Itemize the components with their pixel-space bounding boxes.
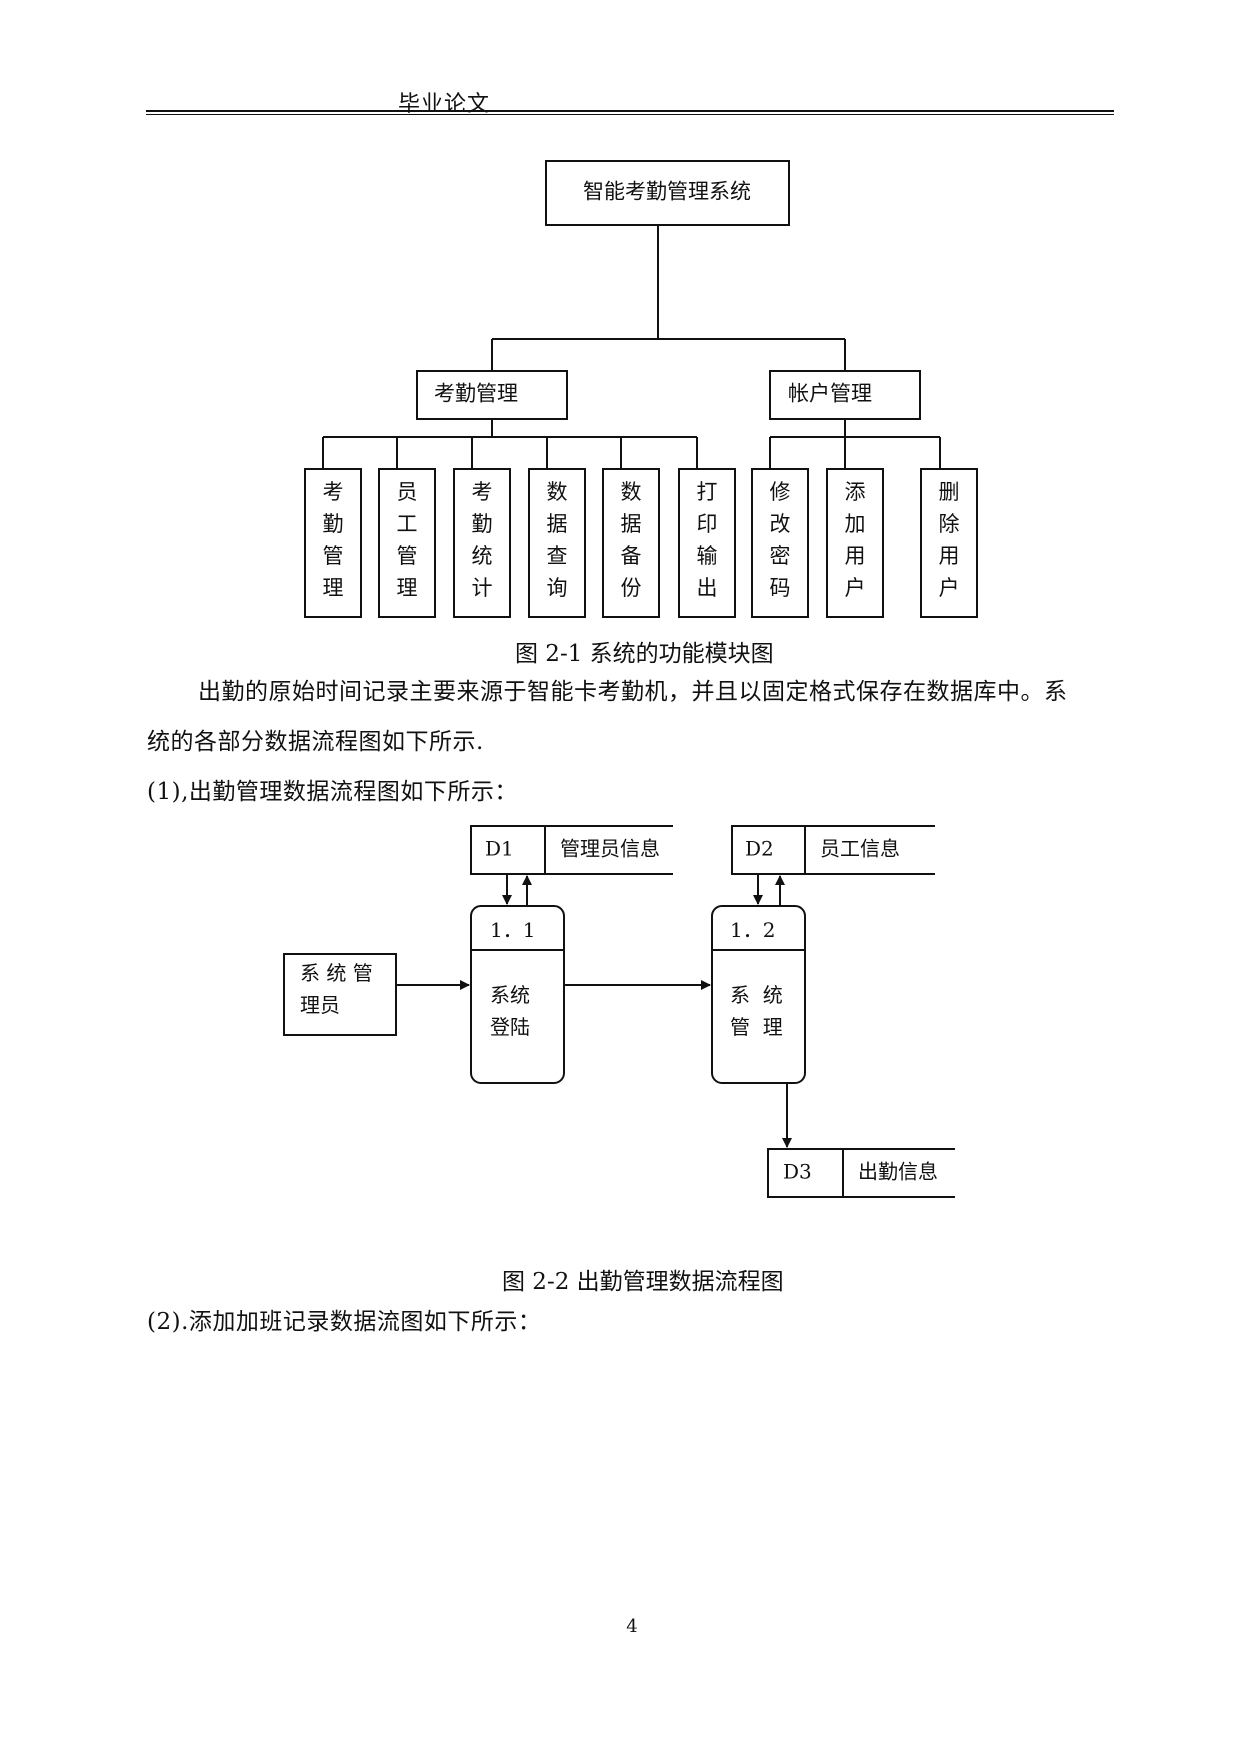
paragraph-line: 出勤的原始时间记录主要来源于智能卡考勤机，并且以固定格式保存在数据库中。系 xyxy=(198,679,1068,705)
data-store-id: D3 xyxy=(783,1160,812,1184)
module-root-label: 智能考勤管理系统 xyxy=(583,180,751,204)
data-store-id: D1 xyxy=(485,837,514,861)
module-leaf-label-4: 数据备份 xyxy=(621,480,642,600)
page-number: 4 xyxy=(626,1616,638,1637)
module-leaf-label-5: 打印输出 xyxy=(697,480,718,600)
paragraph-line: 统的各部分数据流程图如下所示. xyxy=(147,729,484,755)
process-box-1-2 xyxy=(711,905,806,1084)
module-leaf-label-2: 考勤统计 xyxy=(472,480,493,600)
process-label: 登陆 xyxy=(490,1015,530,1039)
module-leaf-label-8: 删除用户 xyxy=(939,480,960,600)
data-store-d3 xyxy=(767,1148,955,1198)
external-entity-label: 系 统 管 xyxy=(300,961,373,985)
data-store-name: 管理员信息 xyxy=(560,837,660,861)
data-store-d2 xyxy=(731,825,935,875)
module-leaf-box xyxy=(826,468,884,618)
process-label: 管 理 xyxy=(730,1015,783,1039)
data-store-id: D2 xyxy=(745,837,774,861)
module-leaf-label-6: 修改密码 xyxy=(770,480,791,600)
module-leaf-label-7: 添加用户 xyxy=(845,480,866,600)
module-leaf-label-0: 考勤管理 xyxy=(323,480,344,600)
external-entity-box xyxy=(283,953,397,1036)
header-rule-thick xyxy=(146,110,1114,112)
module-leaf-box xyxy=(453,468,511,618)
module-leaf-labels: 考勤管理 员工管理 考勤统计 数据查询 数据备份 打印输出 修改密码 添加用户 … xyxy=(323,480,960,600)
module-root-box xyxy=(545,160,790,226)
module-leaf-box xyxy=(602,468,660,618)
header-title: 毕业论文 xyxy=(398,92,491,117)
figure-caption-2: 图 2-2 出勤管理数据流程图 xyxy=(502,1269,784,1295)
data-store-d1 xyxy=(470,825,673,875)
process-number: 1．2 xyxy=(730,918,775,942)
module-leaf-label-3: 数据查询 xyxy=(547,480,568,600)
function-module-diagram: 智能考勤管理系统 考勤管理 帐户管理 考勤管理 员工管理 考勤统计 数据查询 数… xyxy=(304,160,978,618)
module-leaf-label-1: 员工管理 xyxy=(397,480,418,600)
data-store-name: 员工信息 xyxy=(820,837,900,861)
external-entity-label: 理员 xyxy=(300,993,340,1017)
data-store-name: 出勤信息 xyxy=(858,1160,938,1184)
list-item-2: (2).添加加班记录数据流图如下所示： xyxy=(147,1309,542,1335)
module-leaf-box xyxy=(304,468,362,618)
header-rule-thin xyxy=(146,114,1114,115)
process-box-1-1 xyxy=(470,905,565,1084)
module-leaf-box xyxy=(920,468,978,618)
module-leaf-box xyxy=(378,468,436,618)
process-label: 系统 xyxy=(490,983,530,1007)
figure-caption-1: 图 2-1 系统的功能模块图 xyxy=(515,641,774,667)
module-group-label-account: 帐户管理 xyxy=(788,382,872,406)
module-group-label-attendance: 考勤管理 xyxy=(434,382,518,406)
process-number: 1．1 xyxy=(490,918,535,942)
module-leaf-box xyxy=(528,468,586,618)
data-flow-diagram: D1 管理员信息 D2 员工信息 D3 出勤信息 系 统 管 理员 1．1 系统… xyxy=(283,825,955,1198)
module-leaf-box xyxy=(751,468,809,618)
list-item-1: (1),出勤管理数据流程图如下所示： xyxy=(147,779,518,805)
process-label: 系 统 xyxy=(730,983,783,1007)
module-leaf-box xyxy=(678,468,736,618)
